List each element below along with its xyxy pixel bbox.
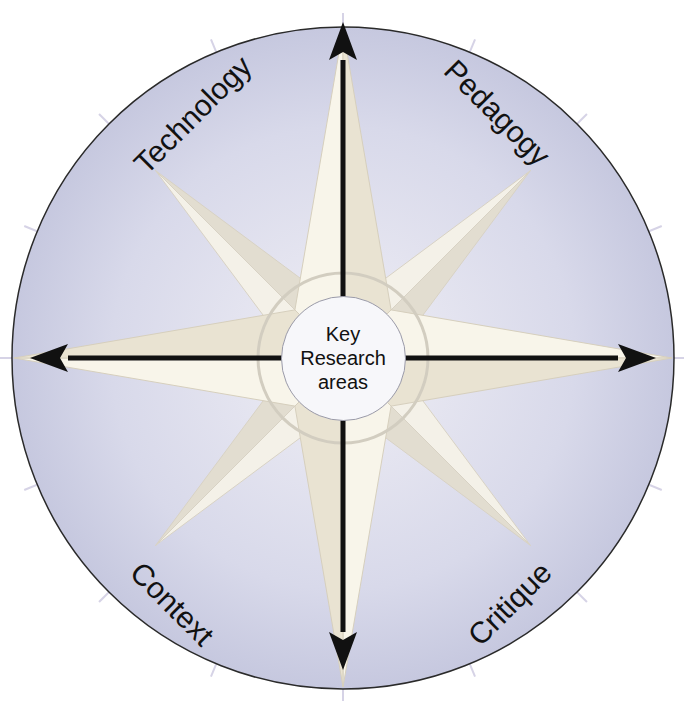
direction-arrows — [30, 22, 656, 670]
inner-ring — [258, 273, 428, 443]
arrow-shaft — [68, 356, 285, 361]
arrow-shaft — [401, 356, 618, 361]
center-circle: Key Research areas — [281, 296, 406, 421]
compass-disc — [12, 27, 674, 689]
arrow-shaft — [341, 416, 346, 632]
center-text: Key Research areas — [288, 322, 399, 394]
arrow-head — [30, 344, 68, 372]
arrow-head — [329, 632, 357, 670]
compass-star — [14, 29, 672, 687]
arrow-shaft — [341, 60, 346, 300]
arrow-head — [618, 344, 656, 372]
faint-rays — [0, 13, 684, 701]
arrow-head — [329, 22, 357, 60]
